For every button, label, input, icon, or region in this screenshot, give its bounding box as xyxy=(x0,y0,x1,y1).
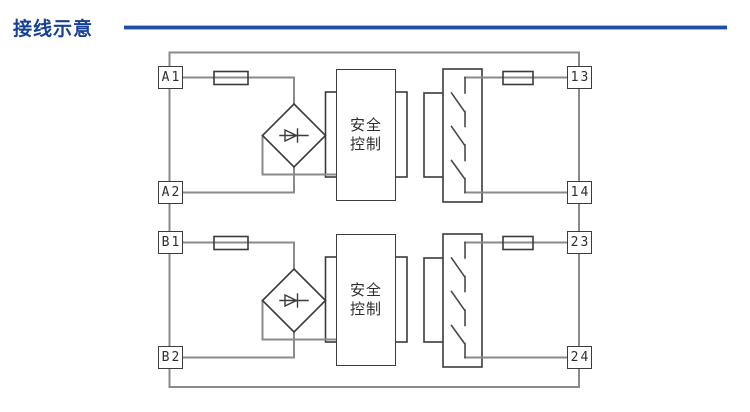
diode-icon xyxy=(279,128,309,143)
safety-controller-box-b: 安全 控制 xyxy=(336,234,396,366)
bridge-rectifier-symbol xyxy=(261,267,327,334)
terminal-b1: B1 xyxy=(158,231,183,254)
relay-contacts-box xyxy=(442,233,483,368)
fuse-symbol xyxy=(213,235,249,251)
terminal-24: 24 xyxy=(567,346,592,369)
fuse-symbol xyxy=(213,70,249,86)
safety-controller-box-a: 安全 控制 xyxy=(336,69,396,201)
terminal-b2: B2 xyxy=(158,346,183,369)
outer-frame xyxy=(168,51,580,388)
relay-contacts-symbol xyxy=(450,241,466,359)
bridge-rectifier-symbol xyxy=(261,102,327,169)
channel-b-wires xyxy=(182,241,568,359)
title-rule xyxy=(124,26,727,29)
terminal-a2: A2 xyxy=(158,181,183,204)
fuse-symbol xyxy=(502,235,534,251)
safety-controller-label-line2: 控制 xyxy=(349,301,382,318)
fuse-symbol xyxy=(502,70,534,86)
safety-controller-label-line1: 安全 xyxy=(349,282,382,299)
relay-contacts-box xyxy=(442,68,483,203)
diode-icon xyxy=(279,293,309,308)
channel-a-wires xyxy=(182,76,568,194)
relay-contacts-symbol xyxy=(450,76,466,194)
terminal-14: 14 xyxy=(567,181,592,204)
safety-controller-label-line2: 控制 xyxy=(349,136,382,153)
page-title: 接线示意 xyxy=(13,19,94,40)
terminal-13: 13 xyxy=(567,66,592,89)
safety-controller-label-line1: 安全 xyxy=(349,117,382,134)
terminal-23: 23 xyxy=(567,231,592,254)
terminal-a1: A1 xyxy=(158,66,183,89)
